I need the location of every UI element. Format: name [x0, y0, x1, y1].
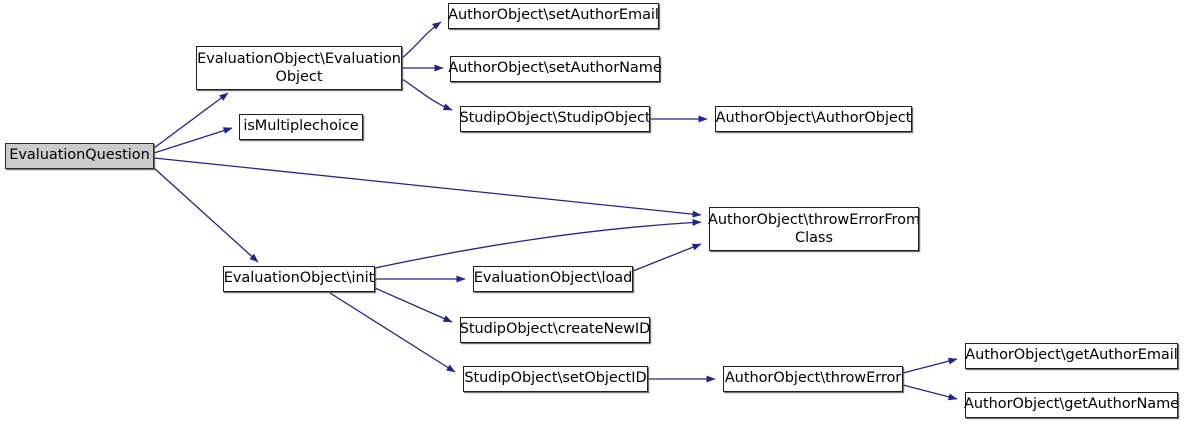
graph-edge-evaluationobject-init-to-setobjectid — [329, 292, 456, 373]
graph-node-throwerrorfromclass[interactable]: AuthorObject\throwErrorFrom Class — [708, 207, 920, 251]
graph-edge-throwerror-to-getauthorname — [902, 384, 958, 401]
graph-edge-evaluation-question-to-throwerrorfromclass — [153, 157, 702, 218]
graph-node-evaluationobject-load[interactable]: EvaluationObject\load — [473, 266, 633, 292]
graph-node-setauthorname[interactable]: AuthorObject\setAuthorName — [448, 56, 662, 82]
graph-edge-evaluationobject-init-to-createnewid — [374, 287, 453, 323]
graph-edge-evaluationobject-init-to-throwerrorfromclass — [374, 218, 702, 269]
graph-node-evaluationobject-ctor[interactable]: EvaluationObject\Evaluation Object — [196, 46, 402, 90]
graph-edge-evaluationobject-load-to-throwerrorfromclass — [632, 243, 702, 272]
graph-edge-evaluation-question-to-evaluationobject-ctor — [153, 92, 229, 149]
graph-edge-throwerror-to-getauthoremail — [902, 357, 958, 374]
graph-node-getauthoremail[interactable]: AuthorObject\getAuthorEmail — [965, 343, 1178, 369]
graph-node-setauthoremail[interactable]: AuthorObject\setAuthorEmail — [448, 3, 659, 29]
graph-node-createnewid[interactable]: StudipObject\createNewID — [460, 317, 650, 343]
graph-node-setobjectid[interactable]: StudipObject\setObjectID — [463, 366, 648, 392]
graph-node-authorobject-ctor[interactable]: AuthorObject\AuthorObject — [715, 106, 912, 132]
graph-edge-evaluationobject-ctor-to-studipobject-ctor — [401, 78, 453, 111]
graph-edge-evaluation-question-to-evaluationobject-init — [153, 167, 259, 263]
graph-node-evaluationobject-init[interactable]: EvaluationObject\init — [223, 266, 375, 292]
graph-edge-evaluation-question-to-ismultiplechoice — [153, 127, 233, 154]
graph-node-throwerror[interactable]: AuthorObject\throwError — [723, 366, 903, 392]
graph-node-getauthorname[interactable]: AuthorObject\getAuthorName — [964, 392, 1179, 418]
graph-node-studipobject-ctor[interactable]: StudipObject\StudipObject — [459, 106, 651, 132]
graph-node-evaluation-question[interactable]: EvaluationQuestion — [5, 143, 154, 169]
graph-edge-evaluationobject-ctor-to-setauthoremail — [401, 21, 442, 59]
graph-node-ismultiplechoice[interactable]: isMultiplechoice — [239, 114, 363, 140]
